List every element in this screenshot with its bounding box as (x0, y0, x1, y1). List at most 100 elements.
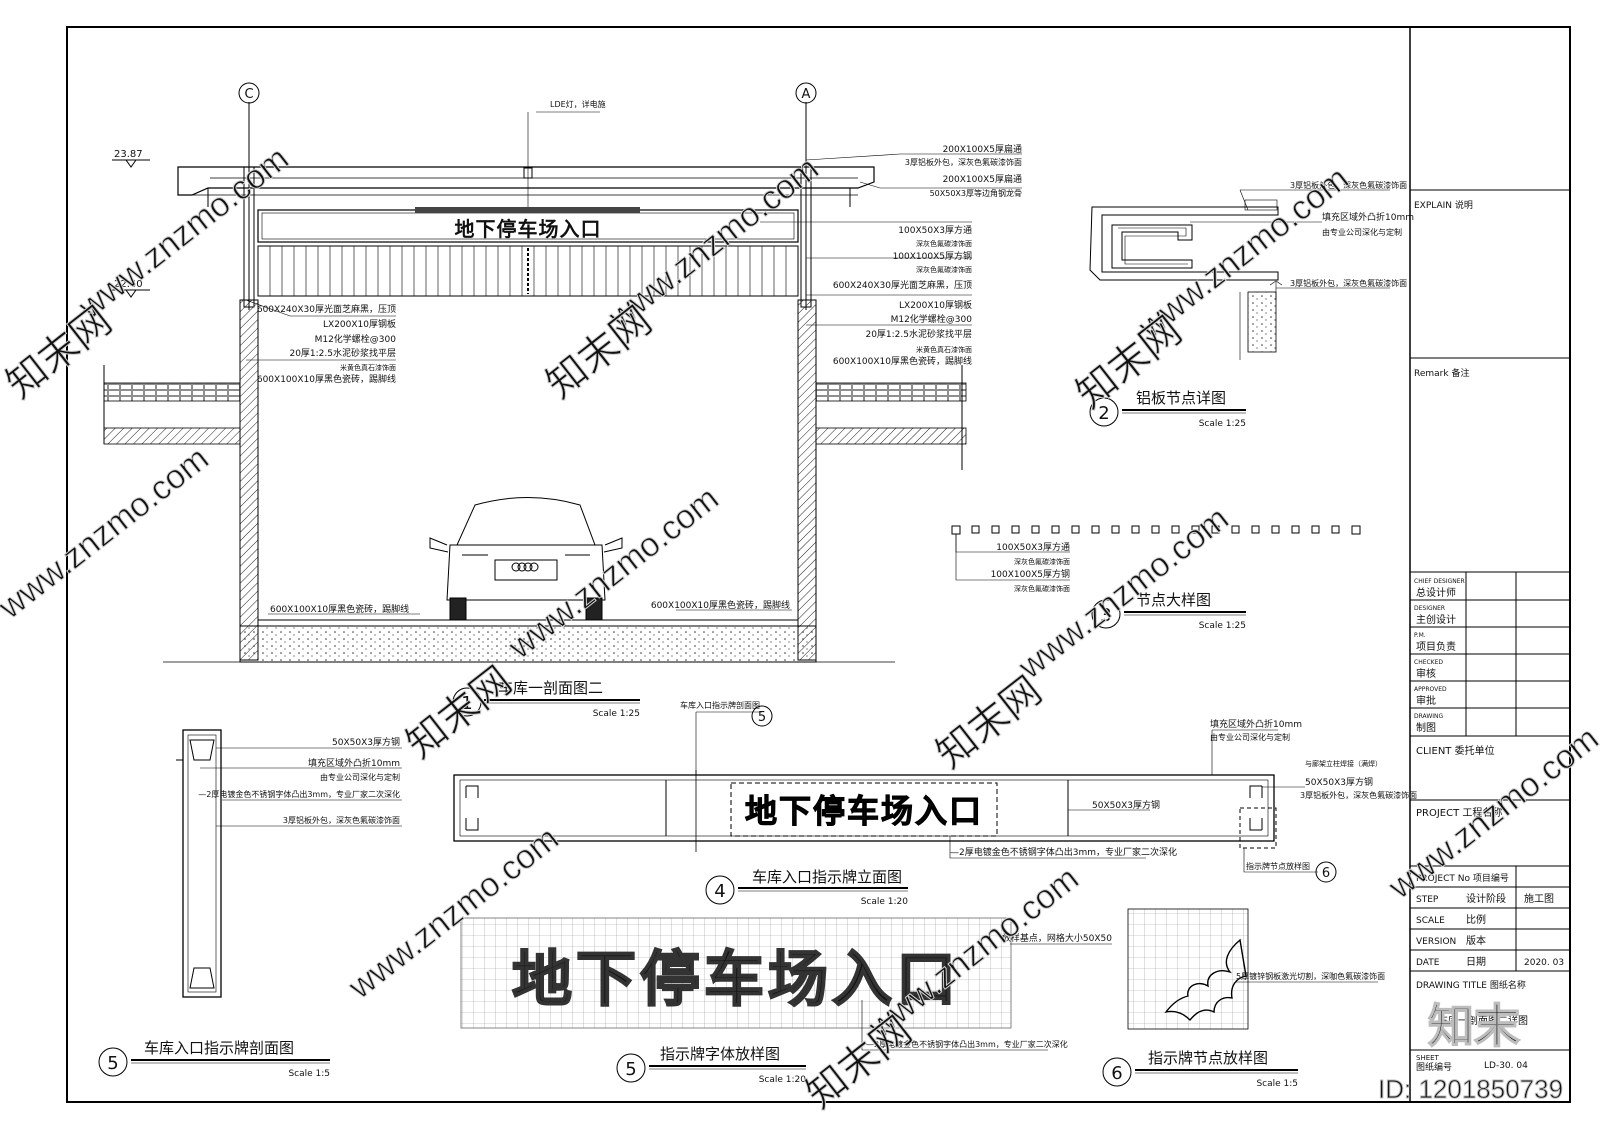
level-top: 23.87 (114, 149, 143, 160)
d5a-note-3: 由专业公司深化与定制 (320, 772, 400, 782)
sign-text-layout: 地下停车场入口 (512, 945, 960, 1015)
svg-text:日期: 日期 (1466, 956, 1486, 968)
detail-4-annotations: 车库入口指示牌剖面图 5 填充区域外凸折10mm 由专业公司深化与定制 与廊架立… (680, 700, 1417, 883)
svg-text:项目负责: 项目负责 (1416, 640, 1456, 653)
sec1-left-note-4: 20厚1:2.5水泥砂浆找平层 (289, 347, 396, 359)
title-4-text: 车库入口指示牌立面图 (752, 868, 902, 886)
title-mark-2: 2 铝板节点详图 Scale 1:25 (1089, 389, 1246, 429)
tb-sheet-value: LD-30. 04 (1484, 1061, 1528, 1071)
d2-note-3: 由专业公司深化与定制 (1322, 227, 1402, 237)
svg-text:CHIEF DESIGNER: CHIEF DESIGNER (1414, 578, 1465, 585)
axis-label-c: C (244, 87, 253, 102)
d6-note: 5厚镀锌钢板激光切割，深咖色氟碳漆饰面 (1236, 971, 1385, 981)
sec1-note-13: 米黄色真石漆饰面 (916, 345, 972, 354)
d4-note-mid: 50X50X3厚方钢 (1092, 799, 1160, 811)
tb-date-value: 2020. 03 (1524, 958, 1564, 968)
svg-text:5: 5 (625, 1059, 636, 1080)
svg-text:CHECKED: CHECKED (1414, 659, 1443, 666)
sec1-left-note-1: 600X240X30厚光面芝麻黑，压顶 (257, 303, 396, 315)
d5a-note-4: —2厚电镀金色不锈钢字体凸出3mm，专业厂家二次深化 (198, 789, 400, 799)
sign-text-elevation: 地下停车场入口 (455, 217, 602, 241)
d2-note-1: 3厚铝板外包，深灰色氟碳漆饰面 (1290, 180, 1407, 190)
svg-text:总设计师: 总设计师 (1416, 586, 1456, 599)
title-3-scale: Scale 1:25 (1199, 621, 1246, 631)
d4-note-top-right-2: 由专业公司深化与定制 (1210, 732, 1290, 742)
sheet-border (66, 26, 1571, 1103)
detail-6-drawing (1127, 908, 1249, 1030)
svg-text:SHEET: SHEET (1416, 1054, 1440, 1062)
title-3-text: 节点大样图 (1136, 591, 1211, 609)
d3-note-4: 深灰色氟碳漆饰面 (1014, 584, 1070, 593)
svg-text:SCALE: SCALE (1416, 916, 1445, 926)
d5b-note-1: 放样基点，网格大小50X50 (1002, 932, 1112, 944)
svg-text:审批: 审批 (1416, 694, 1436, 707)
title-5a-scale: Scale 1:5 (288, 1069, 330, 1079)
ornament-corner (1164, 938, 1247, 1022)
sec1-left-note-2: LX200X10厚钢板 (323, 318, 396, 330)
title-4-scale: Scale 1:20 (861, 897, 909, 907)
axis-bubble-a (795, 82, 817, 104)
title-block-text: EXPLAIN 说明 Remark 备注 CHIEF DESIGNER 总设计师… (1414, 199, 1564, 1073)
tb-project-no: PROJECT No 项目编号 (1416, 872, 1509, 884)
watermark-cn-2: 知末网 (538, 299, 660, 408)
d4-ref-6: 6 (1322, 866, 1330, 881)
svg-text:STEP: STEP (1416, 895, 1439, 905)
detail-2-annotations: 3厚铝板外包，深灰色氟碳漆饰面 填充区域外凸折10mm 由专业公司深化与定制 3… (1190, 180, 1414, 289)
detail-6-annotations: 5厚镀锌钢板激光切割，深咖色氟碳漆饰面 (1236, 971, 1385, 983)
title-mark-5b: 5 指示牌字体放样图 Scale 1:20 (616, 1045, 806, 1085)
sec1-note-12: 20厚1:2.5水泥砂浆找平层 (865, 328, 972, 340)
title-mark-5a: 5 车库入口指示牌剖面图 Scale 1:5 (98, 1039, 330, 1079)
svg-text:3: 3 (1100, 605, 1111, 626)
d3-note-1: 100X50X3厚方通 (996, 541, 1070, 553)
d5a-note-1: 50X50X3厚方钢 (332, 736, 400, 748)
svg-text:比例: 比例 (1466, 913, 1486, 926)
d4-note-ref: 指示牌节点放样图 (1246, 861, 1310, 871)
tb-project: PROJECT 工程名称 (1416, 806, 1502, 819)
svg-text:DRAWING: DRAWING (1414, 713, 1444, 720)
d5a-note-5: 3厚铝板外包，深灰色氟碳漆饰面 (283, 815, 400, 825)
title-1-scale: Scale 1:25 (593, 709, 640, 719)
title-1-text: 车库一剖面图二 (498, 679, 603, 697)
sec1-note-5: 100X50X3厚方通 (898, 224, 972, 236)
title-mark-3: 3 节点大样图 Scale 1:25 (1091, 591, 1246, 631)
title-5a-text: 车库入口指示牌剖面图 (144, 1039, 294, 1057)
watermark-cn-1: 知末网 (0, 299, 120, 408)
level-bottom: 22.40 (114, 279, 143, 290)
sec1-note-10: LX200X10厚钢板 (899, 299, 972, 311)
sec1-note-6: 深灰色氟碳漆饰面 (916, 239, 972, 248)
svg-text:设计阶段: 设计阶段 (1466, 892, 1506, 905)
sec1-left-note-5: 米黄色真石漆饰面 (340, 363, 396, 372)
light-note: LDE灯，详电施 (550, 99, 606, 109)
skirting-right: 600X100X10厚黑色瓷砖，踢脚线 (651, 599, 790, 611)
watermark-cn-6: 知末网 (928, 669, 1050, 778)
watermark-url-4: www.znzmo.com (0, 439, 216, 627)
d5a-note-2: 填充区域外凸折10mm (308, 757, 400, 769)
d4-note-right-2: 50X50X3厚方钢 (1305, 776, 1373, 788)
svg-text:4: 4 (714, 881, 725, 902)
tb-drawing-title-value: 车库一剖面图二详图 (1438, 1014, 1528, 1027)
watermark-id: ID: 1201850739 (1378, 1074, 1563, 1104)
car-rear-view (429, 497, 623, 621)
d4-note-top-left: 车库入口指示牌剖面图 (680, 700, 760, 710)
svg-text:制图: 制图 (1416, 721, 1436, 734)
axis-bubble-c (238, 82, 260, 104)
d3-note-2: 深灰色氟碳漆饰面 (1014, 557, 1070, 566)
title-6-scale: Scale 1:5 (1256, 1079, 1298, 1089)
svg-text:DESIGNER: DESIGNER (1414, 605, 1445, 612)
d2-note-4: 3厚铝板外包，深灰色氟碳漆饰面 (1290, 278, 1407, 288)
tb-remark: Remark 备注 (1414, 367, 1469, 379)
detail-4-drawing: 地下停车场入口 (453, 770, 1277, 852)
detail-2-drawing (1089, 199, 1283, 360)
svg-text:6: 6 (1111, 1063, 1122, 1084)
svg-text:2: 2 (1098, 403, 1109, 424)
tb-explain: EXPLAIN 说明 (1414, 199, 1473, 211)
title-block (1410, 189, 1570, 1051)
svg-text:VERSION: VERSION (1416, 937, 1456, 947)
lde-light-bar (415, 207, 640, 213)
sec1-left-note-3: M12化学螺栓@300 (315, 333, 397, 345)
d4-ref-5: 5 (758, 710, 766, 725)
title-5b-text: 指示牌字体放样图 (660, 1045, 780, 1063)
title-mark-4: 4 车库入口指示牌立面图 Scale 1:20 (705, 868, 909, 907)
svg-text:P.M.: P.M. (1414, 632, 1426, 639)
sec1-note-2: 3厚铝板外包，深灰色氟碳漆饰面 (905, 157, 1022, 167)
